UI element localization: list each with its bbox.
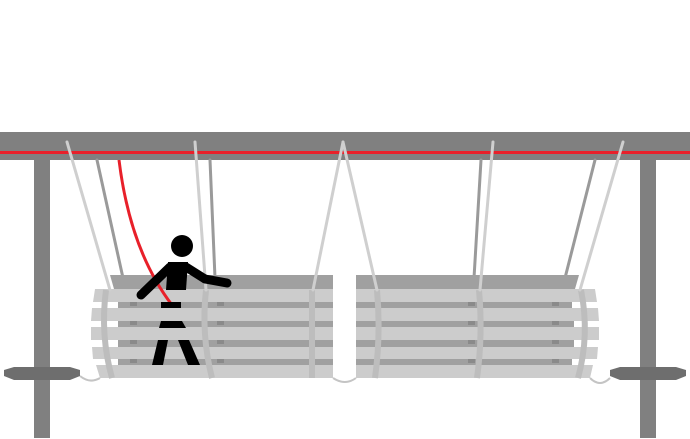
right-post (640, 158, 656, 438)
bench-back-right (356, 275, 579, 289)
person-figure (136, 235, 232, 365)
person-head (171, 235, 193, 257)
dark-ropes (95, 158, 597, 280)
slack-ropes (79, 375, 611, 384)
left-post-disk (4, 367, 80, 380)
wrap-bands (101, 289, 588, 379)
left-post (34, 158, 50, 438)
safety-lanyard (117, 159, 174, 306)
light-ropes (65, 140, 625, 292)
right-post-disk (610, 367, 686, 380)
